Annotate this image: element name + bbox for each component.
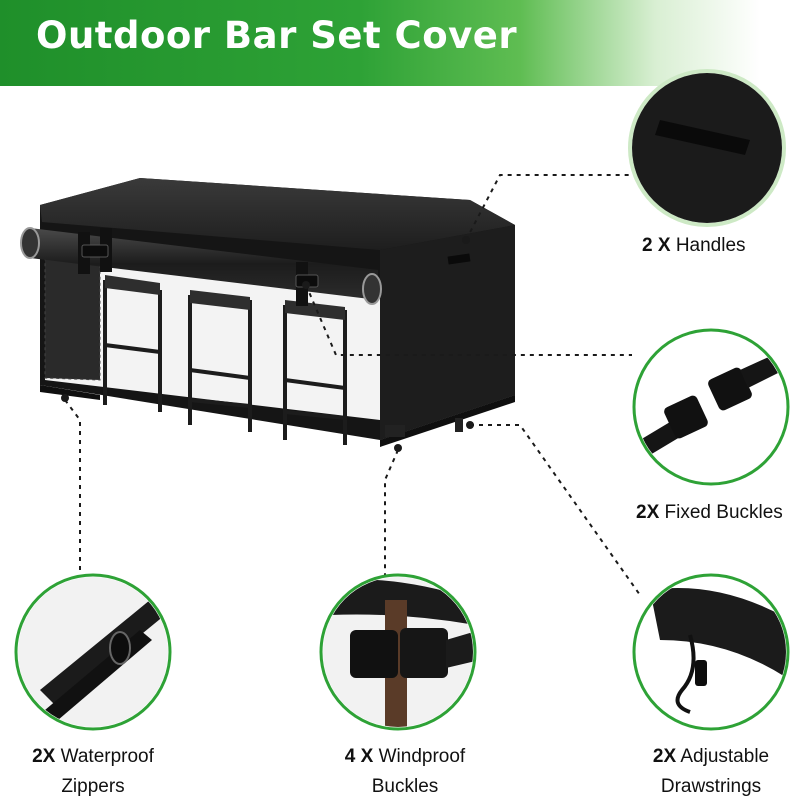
drawstrings-detail bbox=[632, 573, 790, 731]
fixed-buckles-detail bbox=[632, 328, 790, 486]
zippers-label: 2X Waterproof Zippers bbox=[28, 742, 158, 802]
fixed-buckles-qty: 2X bbox=[636, 502, 660, 523]
drawstrings-label: 2X Adjustable Drawstrings bbox=[646, 742, 776, 802]
windproof-buckles-detail bbox=[319, 573, 477, 731]
fixed-buckle-icon bbox=[664, 395, 708, 439]
windproof-name-2: Buckles bbox=[371, 776, 439, 797]
zippers-name-2: Zippers bbox=[61, 776, 125, 797]
zipper-icon bbox=[109, 631, 131, 665]
drawstring-toggle-icon bbox=[695, 660, 707, 686]
drawstrings-name: Adjustable bbox=[680, 746, 770, 767]
handles-name: Handles bbox=[675, 235, 746, 256]
windproof-buckle-icon bbox=[350, 630, 398, 678]
handles-qty: 2 X bbox=[642, 235, 671, 256]
page-title: Outdoor Bar Set Cover bbox=[36, 14, 518, 57]
zippers-qty: 2X bbox=[32, 746, 56, 767]
fixed-buckles-label: 2X Fixed Buckles bbox=[636, 498, 783, 528]
windproof-name: Windproof bbox=[378, 746, 466, 767]
drawstrings-name-2: Drawstrings bbox=[660, 776, 762, 797]
fixed-buckles-name: Fixed Buckles bbox=[664, 502, 783, 523]
windproof-label: 4 X Windproof Buckles bbox=[340, 742, 470, 802]
windproof-qty: 4 X bbox=[344, 746, 374, 767]
drawstrings-qty: 2X bbox=[652, 746, 677, 767]
handles-detail bbox=[628, 69, 786, 227]
callout-lines bbox=[64, 174, 641, 596]
zippers-detail bbox=[14, 573, 172, 731]
bar-set-cover bbox=[20, 178, 515, 447]
handles-label: 2 X Handles bbox=[642, 231, 746, 261]
title-banner: Outdoor Bar Set Cover bbox=[0, 0, 800, 86]
handle-strap-icon bbox=[655, 120, 750, 155]
zippers-name: Waterproof bbox=[60, 746, 154, 767]
